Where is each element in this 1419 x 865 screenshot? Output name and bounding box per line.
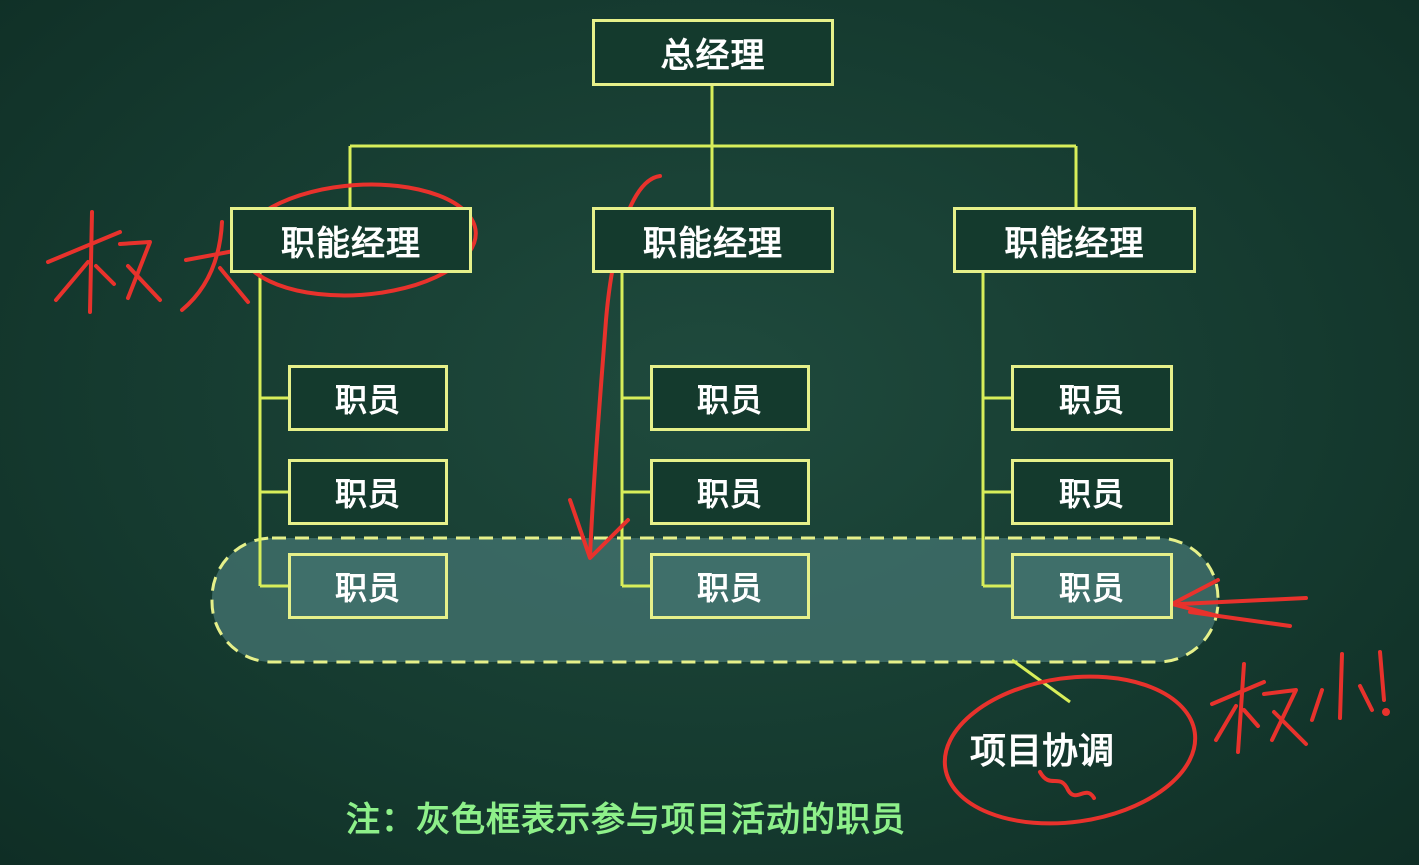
staff-box: 职员 [1011, 365, 1173, 431]
staff-box-project: 职员 [650, 553, 810, 619]
functional-manager-label: 职能经理 [1004, 223, 1145, 264]
staff-box-project: 职员 [288, 553, 448, 619]
functional-manager-box-1: 职能经理 [230, 207, 472, 273]
staff-label: 职员 [1058, 475, 1125, 513]
functional-manager-label: 职能经理 [281, 223, 421, 264]
staff-box: 职员 [650, 365, 810, 431]
staff-label: 职员 [1058, 569, 1125, 607]
staff-label: 职员 [696, 475, 763, 513]
project-coordinator-label: 项目协调 [970, 731, 1115, 772]
functional-manager-box-2: 职能经理 [592, 207, 834, 273]
staff-box-project: 职员 [1011, 553, 1173, 619]
staff-box: 职员 [1011, 459, 1173, 525]
staff-box: 职员 [650, 459, 810, 525]
ink-arrow-down [588, 174, 662, 558]
general-manager-box: 总经理 [592, 19, 834, 86]
staff-label: 职员 [1058, 381, 1125, 419]
general-manager-label: 总经理 [660, 36, 766, 76]
staff-label: 职员 [334, 381, 401, 419]
staff-label: 职员 [696, 569, 763, 607]
staff-box: 职员 [288, 365, 448, 431]
diagram-note: 注：灰色框表示参与项目活动的职员 [346, 800, 906, 840]
functional-manager-box-3: 职能经理 [953, 207, 1196, 273]
staff-label: 职员 [696, 381, 763, 419]
red-ink-annotations [46, 174, 1390, 826]
handwriting-power-large [46, 210, 252, 314]
functional-manager-label: 职能经理 [643, 223, 783, 264]
staff-label: 职员 [334, 475, 401, 513]
staff-box: 职员 [288, 459, 448, 525]
staff-label: 职员 [334, 569, 401, 607]
connector-lines [258, 84, 1078, 704]
ink-circle-coordinator [942, 674, 1198, 826]
handwriting-power-small [1210, 650, 1390, 754]
